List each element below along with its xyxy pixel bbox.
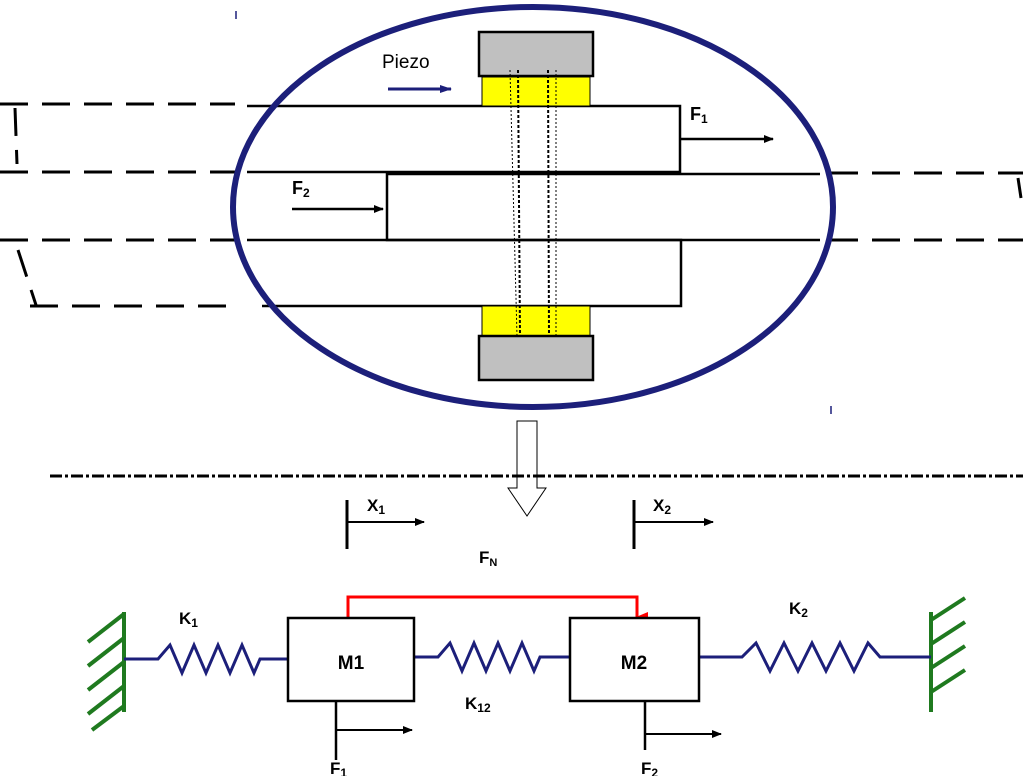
force-middle-beam: F2 [292,178,384,213]
force-f2-lower: F2 [641,702,722,776]
bottom-clamp-block [477,334,595,382]
spring-k1 [124,641,287,677]
svg-text:F2: F2 [641,759,658,776]
right-ground [929,596,967,712]
dashed-beam-outlines [0,102,1023,308]
mass-m1-box [286,616,416,703]
dashed-top-beam [0,102,235,174]
mass-m2-label: M2 [621,653,647,674]
middle-beam [385,172,820,242]
spring-k2-label: K2 [789,599,808,620]
displacement-x2: X2 [632,496,714,549]
piezo-dotted-line-2 [517,69,521,337]
friction-link-arrow [346,595,648,622]
bottom-piezo-element [481,305,591,337]
svg-text:X2: X2 [653,496,671,517]
hollow-down-arrow [507,420,547,517]
beams [247,104,820,308]
spring-k2 [699,639,931,675]
svg-text:F1: F1 [690,104,708,126]
displacement-x1: X1 [345,496,425,549]
left-ground [86,612,126,732]
spring-k12 [414,639,570,675]
magnifier-ellipse [230,4,836,410]
svg-text:F2: F2 [292,178,310,200]
mass-m1-label: M1 [338,653,365,674]
spring-k12-label: K12 [465,694,491,715]
piezo-label: Piezo [382,52,430,73]
dashed-right-beam [830,171,1023,242]
force-f1-lower: F1 [330,702,413,776]
top-beam [247,104,682,174]
top-clamp-block [477,30,595,78]
mass-m2-box [568,616,701,703]
svg-text:X1: X1 [367,496,385,517]
force-top-beam: F1 [681,104,774,143]
svg-text:F1: F1 [330,759,347,776]
bottom-beam [247,238,683,308]
top-piezo-element [481,76,591,107]
dashed-bottom-beam [0,238,235,308]
piezo-stack [477,30,595,382]
piezo-dotted-line-3 [547,69,550,337]
normal-force-label: FN [479,548,497,569]
spring-k1-label: K1 [179,609,198,630]
piezo-dotted-line-1 [509,69,518,337]
